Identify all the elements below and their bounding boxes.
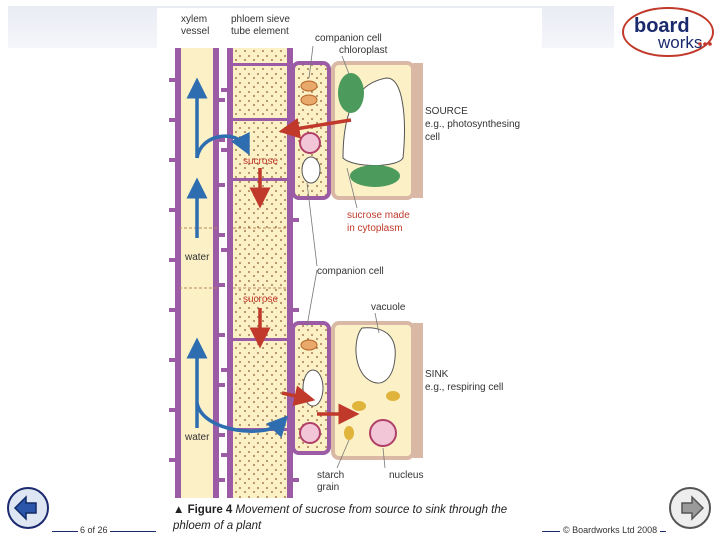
label-sucrose-top: sucrose (243, 156, 278, 167)
label-sink-2: e.g., respiring cell (425, 382, 503, 393)
label-chloroplast: chloroplast (339, 45, 388, 56)
label-sucrose-mid: sucrose (243, 294, 278, 305)
label-phloem-1: phloem sieve (231, 14, 290, 25)
arrow-left-icon (6, 486, 50, 530)
source-cell (333, 63, 423, 198)
label-xylem-1: xylem (181, 14, 207, 25)
arrow-right-icon (668, 486, 712, 530)
label-sucrose-made-2: in cytoplasm (347, 223, 403, 234)
label-nucleus: nucleus (389, 470, 423, 481)
page-number: 6 of 26 (78, 525, 110, 535)
label-starch-2: grain (317, 482, 339, 493)
label-vacuole: vacuole (371, 302, 406, 313)
label-companion-top: companion cell (315, 33, 382, 44)
previous-slide-button[interactable] (6, 486, 50, 530)
boardworks-logo: board works (620, 4, 716, 60)
label-phloem-2: tube element (231, 26, 289, 37)
label-source-3: cell (425, 132, 440, 143)
label-starch-1: starch (317, 470, 344, 481)
label-sucrose-made-1: sucrose made (347, 210, 410, 221)
label-sink-1: SINK (425, 369, 449, 380)
logo-text-works: works (657, 33, 702, 52)
label-xylem-2: vessel (181, 26, 209, 37)
sink-cell (333, 323, 423, 458)
copyright-text: © Boardworks Ltd 2008 (560, 525, 660, 535)
companion-cell-sink (293, 323, 329, 453)
label-water-bottom: water (184, 432, 210, 443)
label-companion-mid: companion cell (317, 266, 384, 277)
figure-number: ▲ Figure 4 (173, 504, 232, 516)
phloem-diagram: xylem vessel phloem sieve tube element c… (157, 8, 542, 530)
label-source-1: SOURCE (425, 106, 468, 117)
label-source-2: e.g., photosynthesing (425, 119, 520, 130)
figure-caption: ▲ Figure 4 Movement of sucrose from sour… (173, 502, 533, 534)
next-slide-button[interactable] (668, 486, 712, 530)
label-water-top: water (184, 252, 210, 263)
companion-cell-source (293, 63, 329, 198)
